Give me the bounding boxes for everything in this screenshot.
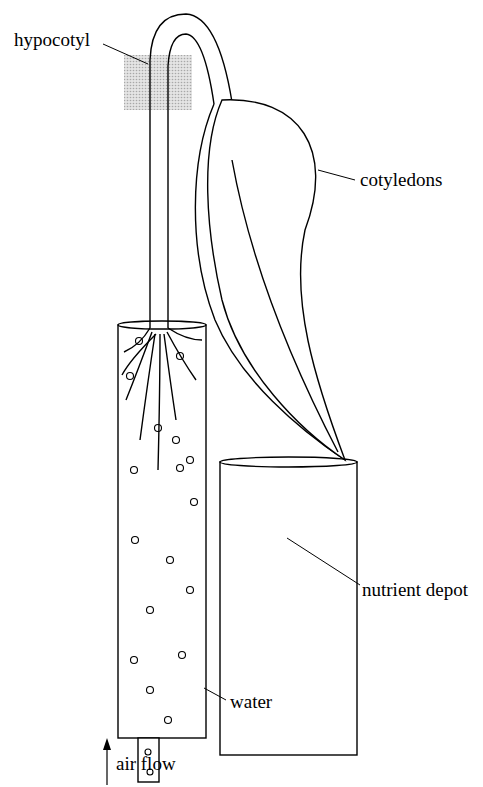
shaded-zone (124, 55, 192, 110)
cotyledon-fold (232, 160, 338, 452)
arrow-head (103, 738, 111, 750)
part-label: hypocotyl (14, 30, 90, 49)
air-bubbles (127, 338, 198, 776)
cylinder-rim (118, 321, 206, 329)
part-label: water (230, 692, 272, 711)
part-label: nutrient depot (362, 580, 468, 599)
roots (122, 328, 202, 470)
water-cylinder (118, 325, 206, 738)
air-flow-arrow (106, 745, 107, 785)
depot-rim (220, 457, 357, 467)
part-label: air flow (116, 754, 176, 773)
cotyledon-front (208, 100, 345, 460)
leader-lines (103, 44, 360, 700)
nutrient-depot-box (220, 462, 357, 755)
part-label: cotyledons (360, 170, 442, 189)
